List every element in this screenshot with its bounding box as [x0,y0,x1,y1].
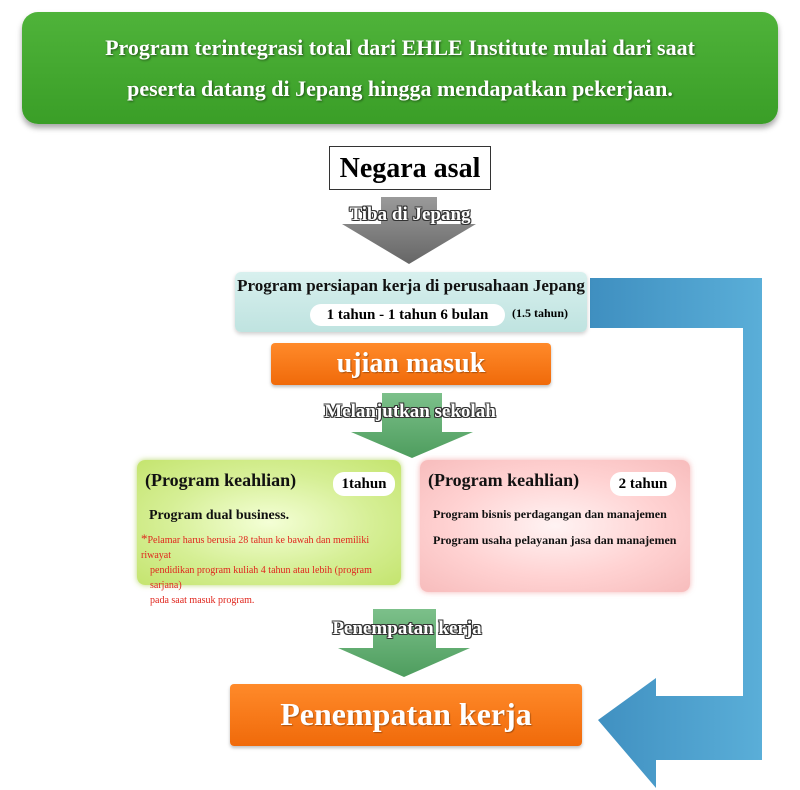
header-line-1: Program terintegrasi total dari EHLE Ins… [105,35,695,60]
continue-arrow [351,393,473,458]
entrance-exam-box: ujian masuk [271,343,551,385]
program2-duration-badge: 2 tahun [610,472,676,496]
note-line-1: Pelamar harus berusia 28 tahun ke bawah … [141,535,370,561]
prep-program-box: Program persiapan kerja di perusahaan Je… [235,272,587,332]
program2-title: (Program keahlian) [428,470,580,490]
program2-item-1: Program bisnis perdagangan dan manajemen [433,507,667,521]
continue-label: Melanjutkan sekolah [324,401,496,422]
program1-name: Program dual business. [149,508,290,523]
skill-program-card-1: (Program keahlian) 1tahun Program dual b… [137,460,401,606]
arrive-arrow [342,197,476,264]
prep-duration-badge: 1 tahun - 1 tahun 6 bulan [310,304,505,326]
job-placement-box: Penempatan kerja [230,684,582,746]
arrive-label: Tiba di Jepang [349,204,471,225]
program1-title: (Program keahlian) [145,470,297,490]
origin-box: Negara asal [329,146,491,190]
prep-duration-note: (1.5 tahun) [512,306,569,320]
program1-duration-badge: 1tahun [333,472,395,496]
skill-program-card-2: (Program keahlian) 2 tahun Program bisni… [420,460,690,592]
note-asterisk: * [141,531,148,546]
prep-program-title: Program persiapan kerja di perusahaan Je… [237,276,585,295]
placement-arrow [338,609,470,677]
header-banner: Program terintegrasi total dari EHLE Ins… [22,12,778,124]
note-line-3: pada saat masuk program. [150,595,255,606]
note-line-2: pendidikan program kuliah 4 tahun atau l… [150,565,372,591]
program1-eligibility-note: *Pelamar harus berusia 28 tahun ke bawah… [141,531,399,608]
side-return-arrow [590,278,762,788]
header-line-2: peserta datang di Jepang hingga mendapat… [127,76,673,101]
placement-arrow-label: Penempatan kerja [332,618,482,639]
program2-item-2: Program usaha pelayanan jasa dan manajem… [433,533,677,547]
